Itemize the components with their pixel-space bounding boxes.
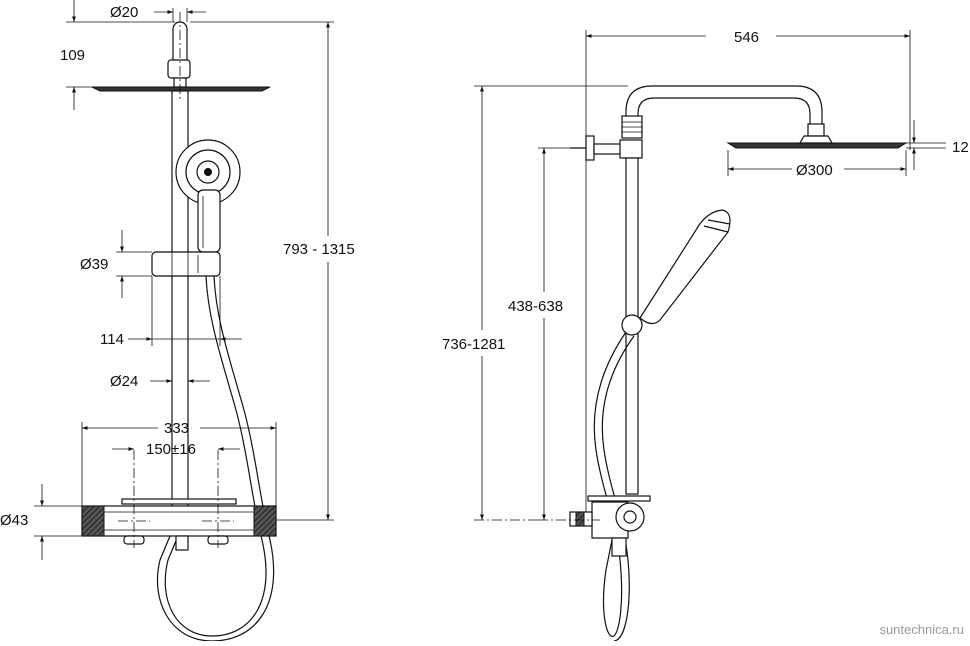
dim-inlet-spacing: 150±16 [112, 441, 240, 458]
dim-label: Ø39 [80, 256, 108, 273]
dim-head-thickness: 12 [906, 120, 969, 170]
dim-label: 793 - 1315 [283, 241, 355, 258]
dim-label: 109 [60, 47, 85, 64]
side-hand-shower [639, 209, 731, 325]
dim-label: Ø43 [0, 512, 28, 529]
dim-holder-depth: 114 [100, 276, 242, 348]
front-hose [156, 275, 275, 642]
dim-arm-reach: 546 [586, 29, 911, 150]
dim-mixer-diameter: Ø43 [0, 484, 82, 560]
front-slide-holder [151, 251, 221, 277]
front-view: Ø20 109 793 - 1315 Ø39 [0, 0, 355, 642]
side-wall-bracket [570, 135, 643, 161]
dim-rail-height: 736-1281 [442, 85, 628, 521]
dim-label: 736-1281 [442, 336, 505, 353]
front-mixer-body [81, 505, 277, 551]
side-view: 546 12 Ø300 438-638 [442, 29, 969, 642]
side-mixer [569, 495, 651, 557]
dim-label: Ø20 [110, 4, 138, 21]
dim-total-height: 793 - 1315 [190, 21, 355, 521]
side-overhead-arm [621, 85, 825, 139]
dim-label: 150±16 [146, 441, 196, 458]
dim-head-offset: 109 [60, 0, 175, 110]
dim-pipe-top-diameter: Ø20 [110, 4, 206, 22]
dim-label: 438-638 [508, 298, 563, 315]
dim-label: Ø24 [110, 373, 138, 390]
dim-label: 12 [952, 139, 969, 156]
dim-mixer-width: 333 [81, 420, 277, 506]
dim-label: Ø300 [796, 162, 833, 179]
dim-rod-diameter: Ø24 [110, 373, 210, 390]
dim-bracket-height: 438-638 [508, 147, 600, 521]
side-shower-head [726, 135, 908, 149]
front-shelf [121, 498, 237, 505]
dim-head-diameter: Ø300 [727, 150, 907, 179]
watermark: suntechnica.ru [879, 622, 964, 637]
front-top-elbow [167, 21, 191, 88]
side-slider-ring [621, 314, 643, 336]
dim-label: 333 [164, 420, 189, 437]
dim-label: 546 [734, 29, 759, 46]
dim-holder-diameter: Ø39 [80, 230, 152, 298]
front-hand-shower [175, 139, 241, 253]
dim-label: 114 [100, 331, 124, 348]
